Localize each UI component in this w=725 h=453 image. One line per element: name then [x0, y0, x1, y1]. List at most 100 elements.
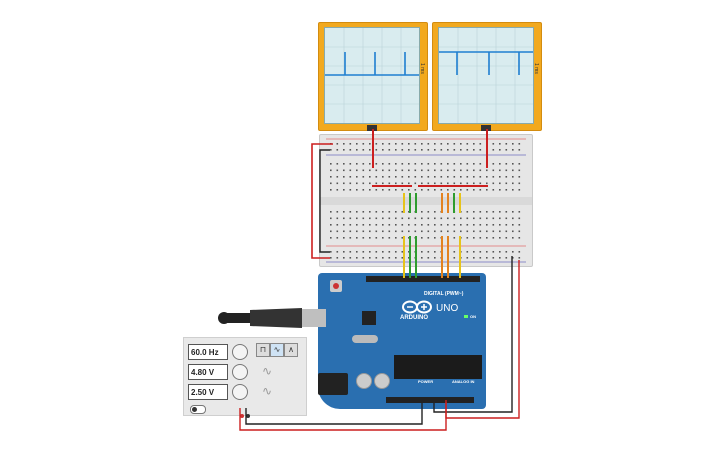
breadboard-hole[interactable] [466, 257, 469, 259]
breadboard-hole[interactable] [356, 176, 358, 178]
breadboard-hole[interactable] [401, 189, 404, 191]
offset-knob[interactable] [232, 384, 248, 400]
breadboard-hole[interactable] [434, 176, 436, 178]
breadboard-hole[interactable] [486, 251, 488, 253]
breadboard-hole[interactable] [499, 189, 501, 191]
breadboard-hole[interactable] [486, 211, 488, 213]
breadboard-hole[interactable] [330, 163, 332, 165]
breadboard-hole[interactable] [466, 182, 469, 185]
breadboard-hole[interactable] [395, 224, 397, 226]
header-analog-power[interactable] [386, 397, 474, 403]
breadboard-hole[interactable] [486, 230, 488, 233]
breadboard-hole[interactable] [414, 149, 417, 151]
breadboard-hole[interactable] [349, 257, 352, 259]
breadboard-hole[interactable] [486, 257, 488, 259]
breadboard-hole[interactable] [362, 237, 365, 239]
breadboard-hole[interactable] [473, 149, 475, 151]
breadboard-hole[interactable] [330, 149, 332, 151]
breadboard-hole[interactable] [499, 237, 501, 239]
breadboard-hole[interactable] [427, 257, 430, 259]
breadboard-hole[interactable] [349, 230, 352, 233]
oscilloscope-1[interactable]: 1 ms [318, 22, 428, 131]
breadboard-hole[interactable] [362, 257, 365, 259]
breadboard-hole[interactable] [369, 163, 371, 165]
breadboard-hole[interactable] [427, 182, 430, 185]
breadboard-hole[interactable] [473, 257, 475, 259]
power-jack[interactable] [318, 373, 348, 395]
breadboard-hole[interactable] [382, 224, 384, 226]
breadboard-hole[interactable] [434, 169, 436, 172]
breadboard-hole[interactable] [453, 237, 456, 239]
breadboard-hole[interactable] [492, 217, 495, 220]
breadboard-hole[interactable] [382, 189, 384, 191]
breadboard-hole[interactable] [518, 224, 521, 226]
breadboard-hole[interactable] [343, 182, 345, 185]
breadboard-hole[interactable] [395, 257, 397, 259]
breadboard-hole[interactable] [414, 143, 417, 145]
breadboard-hole[interactable] [343, 149, 345, 151]
breadboard-hole[interactable] [395, 237, 397, 239]
breadboard-hole[interactable] [460, 169, 462, 172]
breadboard-hole[interactable] [421, 211, 423, 213]
breadboard-hole[interactable] [395, 251, 397, 253]
breadboard-hole[interactable] [505, 169, 508, 172]
breadboard-hole[interactable] [356, 237, 358, 239]
breadboard-hole[interactable] [473, 211, 475, 213]
breadboard-hole[interactable] [479, 182, 482, 185]
breadboard-hole[interactable] [343, 163, 345, 165]
breadboard-hole[interactable] [492, 224, 495, 226]
breadboard-hole[interactable] [440, 189, 443, 191]
breadboard-hole[interactable] [499, 217, 501, 220]
breadboard[interactable] [319, 134, 533, 267]
breadboard-hole[interactable] [421, 224, 423, 226]
breadboard-hole[interactable] [395, 169, 397, 172]
breadboard-hole[interactable] [473, 169, 475, 172]
breadboard-hole[interactable] [479, 251, 482, 253]
breadboard-hole[interactable] [408, 230, 410, 233]
output-terminals[interactable] [240, 405, 252, 418]
breadboard-hole[interactable] [375, 230, 378, 233]
breadboard-hole[interactable] [499, 224, 501, 226]
breadboard-hole[interactable] [356, 251, 358, 253]
breadboard-hole[interactable] [362, 230, 365, 233]
breadboard-hole[interactable] [460, 182, 462, 185]
breadboard-hole[interactable] [440, 163, 443, 165]
breadboard-hole[interactable] [466, 149, 469, 151]
breadboard-hole[interactable] [427, 251, 430, 253]
breadboard-hole[interactable] [388, 143, 391, 145]
breadboard-hole[interactable] [427, 230, 430, 233]
breadboard-hole[interactable] [499, 257, 501, 259]
breadboard-hole[interactable] [343, 230, 345, 233]
breadboard-hole[interactable] [336, 149, 339, 151]
reset-button[interactable] [330, 280, 342, 292]
breadboard-hole[interactable] [479, 224, 482, 226]
breadboard-hole[interactable] [382, 211, 384, 213]
breadboard-hole[interactable] [336, 176, 339, 178]
breadboard-hole[interactable] [512, 237, 514, 239]
breadboard-hole[interactable] [408, 224, 410, 226]
breadboard-hole[interactable] [479, 217, 482, 220]
breadboard-hole[interactable] [330, 224, 332, 226]
breadboard-hole[interactable] [421, 257, 423, 259]
breadboard-hole[interactable] [453, 257, 456, 259]
breadboard-hole[interactable] [414, 182, 417, 185]
breadboard-hole[interactable] [369, 251, 371, 253]
breadboard-hole[interactable] [434, 182, 436, 185]
breadboard-hole[interactable] [434, 211, 436, 213]
breadboard-hole[interactable] [499, 149, 501, 151]
breadboard-hole[interactable] [427, 149, 430, 151]
breadboard-hole[interactable] [395, 176, 397, 178]
sine-wave-button[interactable]: ∿ [270, 343, 284, 357]
breadboard-hole[interactable] [375, 237, 378, 239]
breadboard-hole[interactable] [408, 143, 410, 145]
breadboard-hole[interactable] [375, 251, 378, 253]
breadboard-hole[interactable] [440, 169, 443, 172]
breadboard-hole[interactable] [362, 182, 365, 185]
breadboard-hole[interactable] [518, 230, 521, 233]
breadboard-hole[interactable] [356, 143, 358, 145]
breadboard-hole[interactable] [473, 217, 475, 220]
arduino-uno-board[interactable]: DIGITAL (PWM~) ARDUINO UNO ON POWER ANAL… [318, 273, 486, 409]
breadboard-hole[interactable] [427, 169, 430, 172]
breadboard-hole[interactable] [362, 224, 365, 226]
breadboard-hole[interactable] [479, 169, 482, 172]
